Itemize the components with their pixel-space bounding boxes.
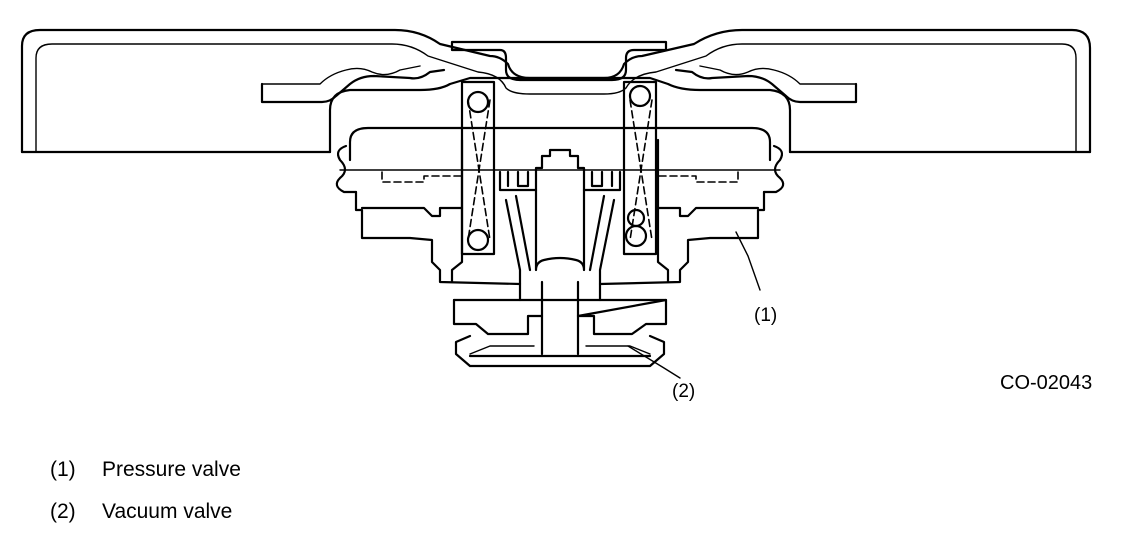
spring-right-frame — [622, 80, 658, 256]
callout-pressure-valve: (1) — [754, 305, 778, 326]
flange-wave-left — [261, 65, 421, 85]
stem-guide-right — [582, 170, 622, 192]
pressure-valve-body — [354, 190, 766, 302]
flange-wave-right — [699, 65, 857, 85]
figure-code: CO-02043 — [1000, 372, 1093, 394]
stem-taper-left — [504, 194, 532, 286]
vacuum-valve-lower — [454, 334, 666, 368]
legend-item-number: (1) — [50, 458, 76, 481]
spring-left-top-ball — [466, 90, 490, 114]
spring-left-frame — [460, 80, 496, 256]
top-center-plate — [450, 40, 668, 82]
legend: (1) Pressure valve (2) Vacuum valve — [50, 458, 241, 542]
leader-line-1 — [735, 231, 761, 291]
legend-item: (2) Vacuum valve — [50, 500, 241, 542]
stem-guide-left — [498, 170, 538, 192]
stem-lower — [540, 280, 580, 356]
seal-right-crimp — [762, 144, 785, 194]
valve-body-outline — [328, 76, 792, 154]
gasket-dashed-right — [657, 171, 739, 183]
leader-line-2 — [627, 345, 681, 379]
seal-housing — [348, 126, 772, 162]
central-stem-top — [534, 148, 586, 192]
filler-neck-flange-left — [260, 68, 446, 104]
pressure-valve-step-right — [656, 206, 760, 218]
legend-item-label: Vacuum valve — [102, 500, 233, 523]
legend-item-number: (2) — [50, 500, 76, 523]
cap-outer-shell — [20, 28, 1092, 154]
spring-right-top-ball — [628, 84, 652, 108]
spring-left-coil — [467, 99, 491, 241]
pressure-valve-step-left — [360, 206, 464, 218]
spring-right-bottom-ball — [624, 224, 648, 248]
callout-vacuum-valve: (2) — [672, 381, 696, 402]
vacuum-valve-upper — [452, 298, 668, 336]
seal-left-crimp — [335, 144, 358, 194]
spring-right-bottom-ball-2 — [626, 208, 646, 228]
legend-item-label: Pressure valve — [102, 458, 241, 481]
spring-right-coil — [629, 99, 653, 241]
radiator-cap-cross-section: (1) (2) CO-02043 — [20, 28, 1093, 402]
radiator-cap-drawing — [20, 28, 1092, 379]
cap-inner-shell — [35, 43, 1077, 153]
gasket-dashed-left — [381, 171, 463, 183]
stem-shaft — [534, 188, 586, 272]
filler-neck-flange-right — [674, 68, 858, 104]
spring-left-bottom-ball — [466, 228, 490, 252]
vacuum-valve-inner — [469, 345, 651, 355]
stem-taper-right — [588, 194, 616, 286]
legend-item: (1) Pressure valve — [50, 458, 241, 500]
